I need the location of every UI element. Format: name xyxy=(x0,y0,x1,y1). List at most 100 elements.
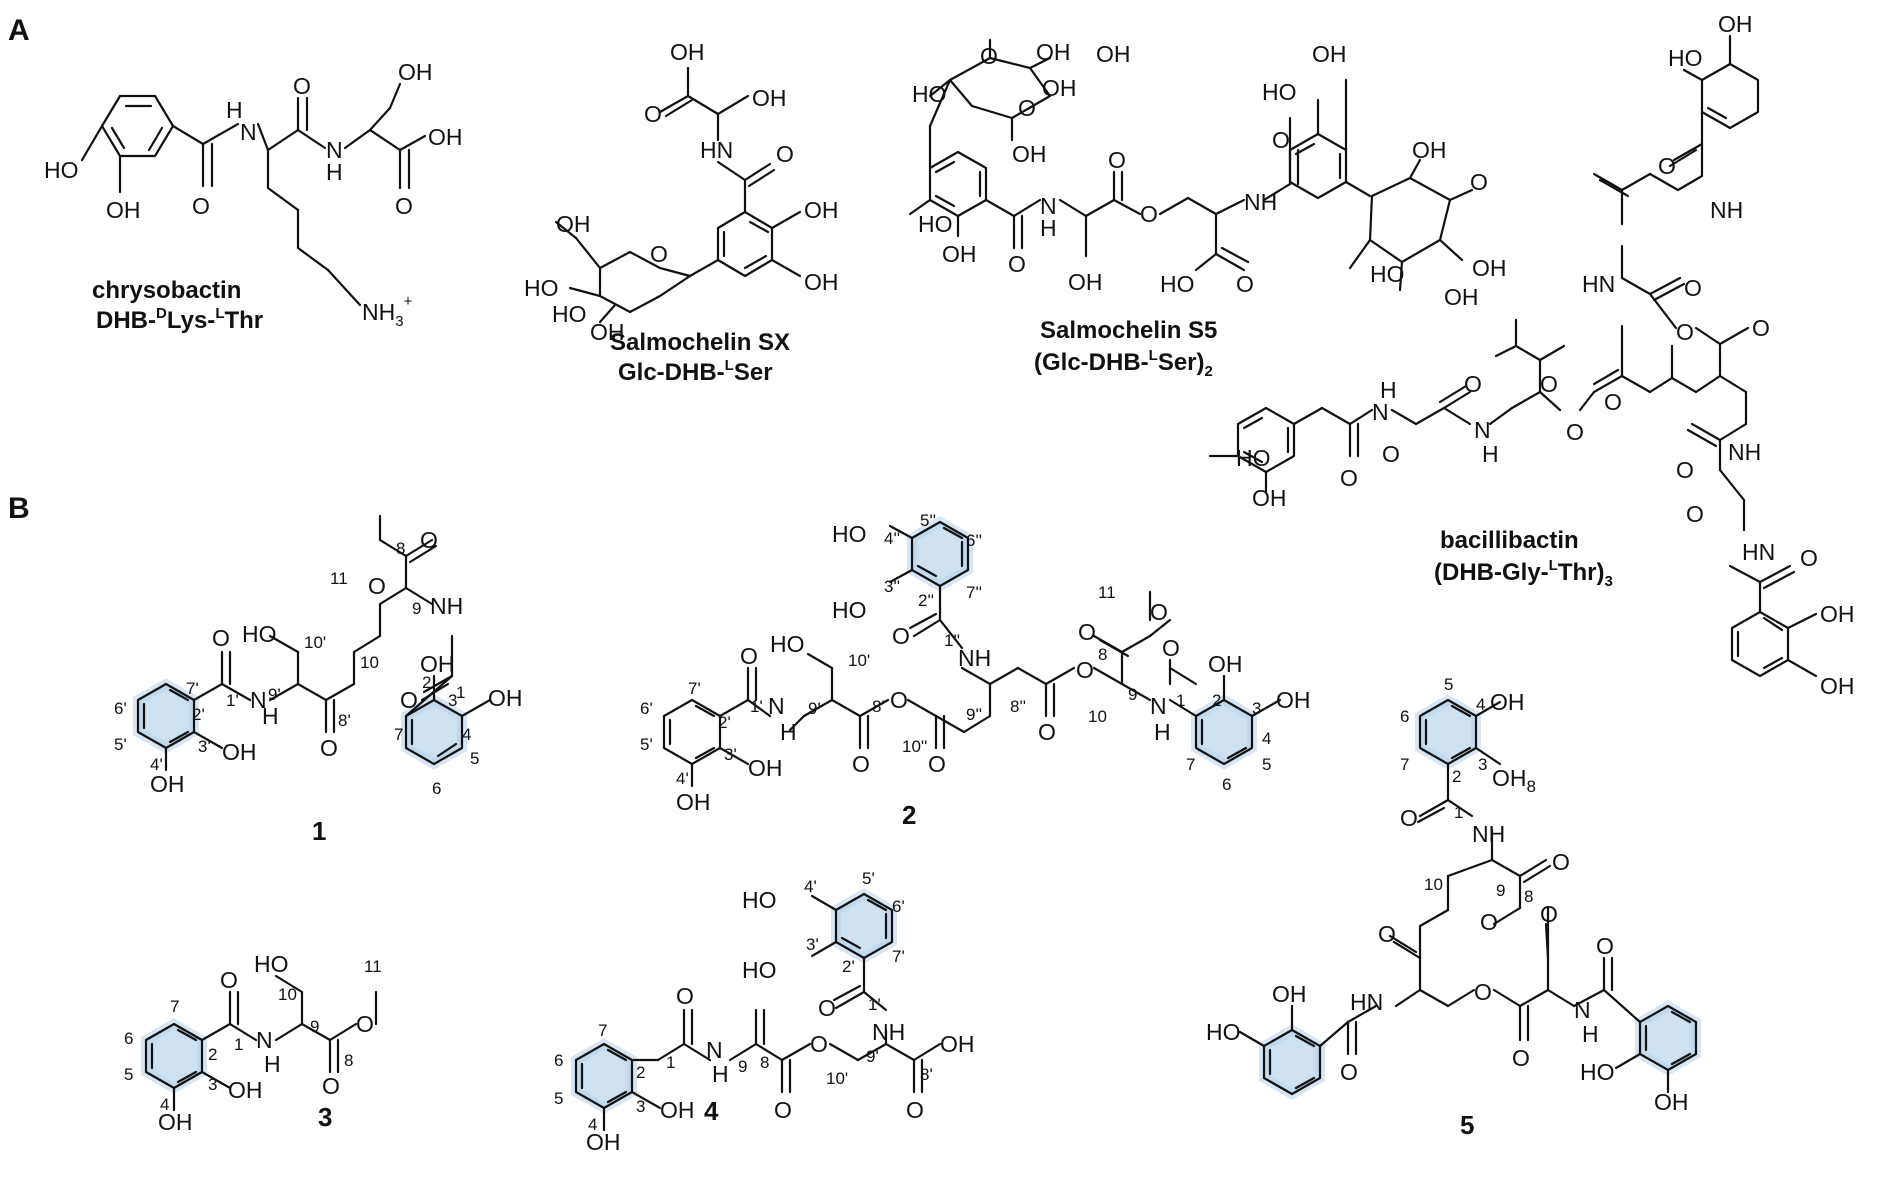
salmochelin-sx-formula: Glc-DHB-LSer xyxy=(618,357,773,386)
atom-locant: 8 xyxy=(344,1051,353,1070)
highlighted-ring xyxy=(1259,1024,1325,1100)
compound-number-5: 5 xyxy=(1460,1110,1474,1140)
atom-label: O xyxy=(676,983,694,1009)
atom-label: OH xyxy=(1208,651,1243,677)
atom-label: OH xyxy=(1472,255,1507,281)
atom-label: OH xyxy=(804,197,839,223)
atom-label: O xyxy=(400,687,418,713)
salmochelin-sx-name: Salmochelin SX xyxy=(610,329,790,356)
structure-salmochelin-sx: OH O OH HN O OH OH O OH HO HO OH Salmoch… xyxy=(524,39,839,386)
atom-label: O xyxy=(1008,251,1026,277)
atom-locant: 8 xyxy=(1524,887,1533,906)
highlighted-ring xyxy=(831,888,897,964)
atom-label: O xyxy=(1076,657,1094,683)
atom-locant: 5 xyxy=(124,1065,133,1084)
atom-label: OH xyxy=(660,1097,695,1123)
atom-label: OH xyxy=(106,197,141,223)
atom-label: HO xyxy=(1262,79,1297,105)
atom-locant: 3' xyxy=(198,737,211,756)
atom-label: H xyxy=(1040,215,1057,241)
atom-label: OH xyxy=(752,85,787,111)
atom-locant: 4 xyxy=(588,1115,597,1134)
atom-label: O xyxy=(1684,275,1702,301)
atom-locant: 1 xyxy=(1176,691,1185,710)
atom-label: OH xyxy=(1412,137,1447,163)
atom-label: N xyxy=(1474,417,1491,443)
atom-locant: 1'' xyxy=(944,631,960,650)
atom-locant: 6 xyxy=(554,1051,563,1070)
atom-locant: 9 xyxy=(738,1057,747,1076)
atom-locant: 7' xyxy=(892,947,905,966)
atom-label: N xyxy=(240,119,257,145)
compound-number-1: 1 xyxy=(312,816,326,846)
atom-label: N xyxy=(1040,193,1057,219)
atom-locant: 5 xyxy=(1262,755,1271,774)
atom-label: HO xyxy=(832,521,867,547)
atom-locant: 10 xyxy=(1424,875,1443,894)
atom-label: HO xyxy=(742,887,777,913)
highlighted-ring xyxy=(571,1038,637,1114)
atom-label: HO xyxy=(1236,445,1271,471)
atom-locant: 3 xyxy=(636,1097,645,1116)
atom-locant: 4' xyxy=(804,877,817,896)
atom-label: O xyxy=(1540,371,1558,397)
atom-label: O xyxy=(906,1097,924,1123)
atom-label: H xyxy=(262,703,279,729)
atom-label: NH xyxy=(1728,439,1761,465)
atom-locant: 2 xyxy=(208,1045,217,1064)
atom-locant: 4 xyxy=(1262,729,1271,748)
atom-locant: 7' xyxy=(186,679,199,698)
atom-label: O xyxy=(1552,849,1570,875)
highlighted-ring xyxy=(141,1018,207,1094)
atom-locant: 5' xyxy=(640,735,653,754)
structure-compound-3: O HO N H O O OH OH 10 11 7 9 1 8 6 2 5 3… xyxy=(124,951,382,1135)
atom-label: O xyxy=(356,1011,374,1037)
atom-label: H xyxy=(780,719,797,745)
atom-label: O xyxy=(192,193,210,219)
atom-label: H xyxy=(1380,377,1397,403)
atom-label: O xyxy=(644,101,662,127)
atom-locant: 4' xyxy=(676,769,689,788)
atom-locant: 1 xyxy=(234,1035,243,1054)
atom-label: HN xyxy=(700,137,733,163)
atom-label: O xyxy=(928,751,946,777)
atom-label: OH xyxy=(940,1031,975,1057)
highlighted-ring xyxy=(907,516,973,592)
atom-locant: 5' xyxy=(114,735,127,754)
atom-label: O xyxy=(1162,635,1180,661)
compound-number-2: 2 xyxy=(902,800,916,830)
atom-locant: 8' xyxy=(338,711,351,730)
atom-label: OH xyxy=(586,1129,621,1155)
atom-label: O xyxy=(980,43,998,69)
atom-label: H xyxy=(1582,1021,1599,1047)
atom-label: OH xyxy=(1012,141,1047,167)
atom-label: HN xyxy=(1742,539,1775,565)
atom-label: O xyxy=(1236,271,1254,297)
atom-locant: 8 xyxy=(396,539,405,558)
atom-locant: 3'' xyxy=(884,577,900,596)
atom-label: O xyxy=(1378,921,1396,947)
atom-label: OH xyxy=(222,739,257,765)
atom-label: OH xyxy=(1276,687,1311,713)
highlighted-ring xyxy=(1415,694,1481,770)
atom-locant: 2' xyxy=(718,713,731,732)
atom-label: N xyxy=(326,137,343,163)
chrysobactin-name: chrysobactin xyxy=(92,277,241,304)
atom-label: O xyxy=(420,527,438,553)
atom-locant: 3 xyxy=(1478,755,1487,774)
atom-label: HO xyxy=(832,597,867,623)
atom-label: NH xyxy=(430,593,463,619)
atom-locant: 9' xyxy=(268,685,281,704)
atom-label: OH xyxy=(1042,75,1077,101)
atom-label: O xyxy=(776,141,794,167)
atom-locant: 10 xyxy=(1088,707,1107,726)
atom-locant: 10' xyxy=(848,651,870,670)
atom-locant: 5' xyxy=(862,869,875,888)
atom-locant: 3' xyxy=(724,745,737,764)
atom-label: OH xyxy=(1820,601,1855,627)
atom-label: OH xyxy=(942,241,977,267)
atom-label: HO xyxy=(1370,261,1405,287)
atom-label: O xyxy=(1150,599,1168,625)
atom-locant: 9' xyxy=(808,699,821,718)
atom-label: HN xyxy=(1350,989,1383,1015)
